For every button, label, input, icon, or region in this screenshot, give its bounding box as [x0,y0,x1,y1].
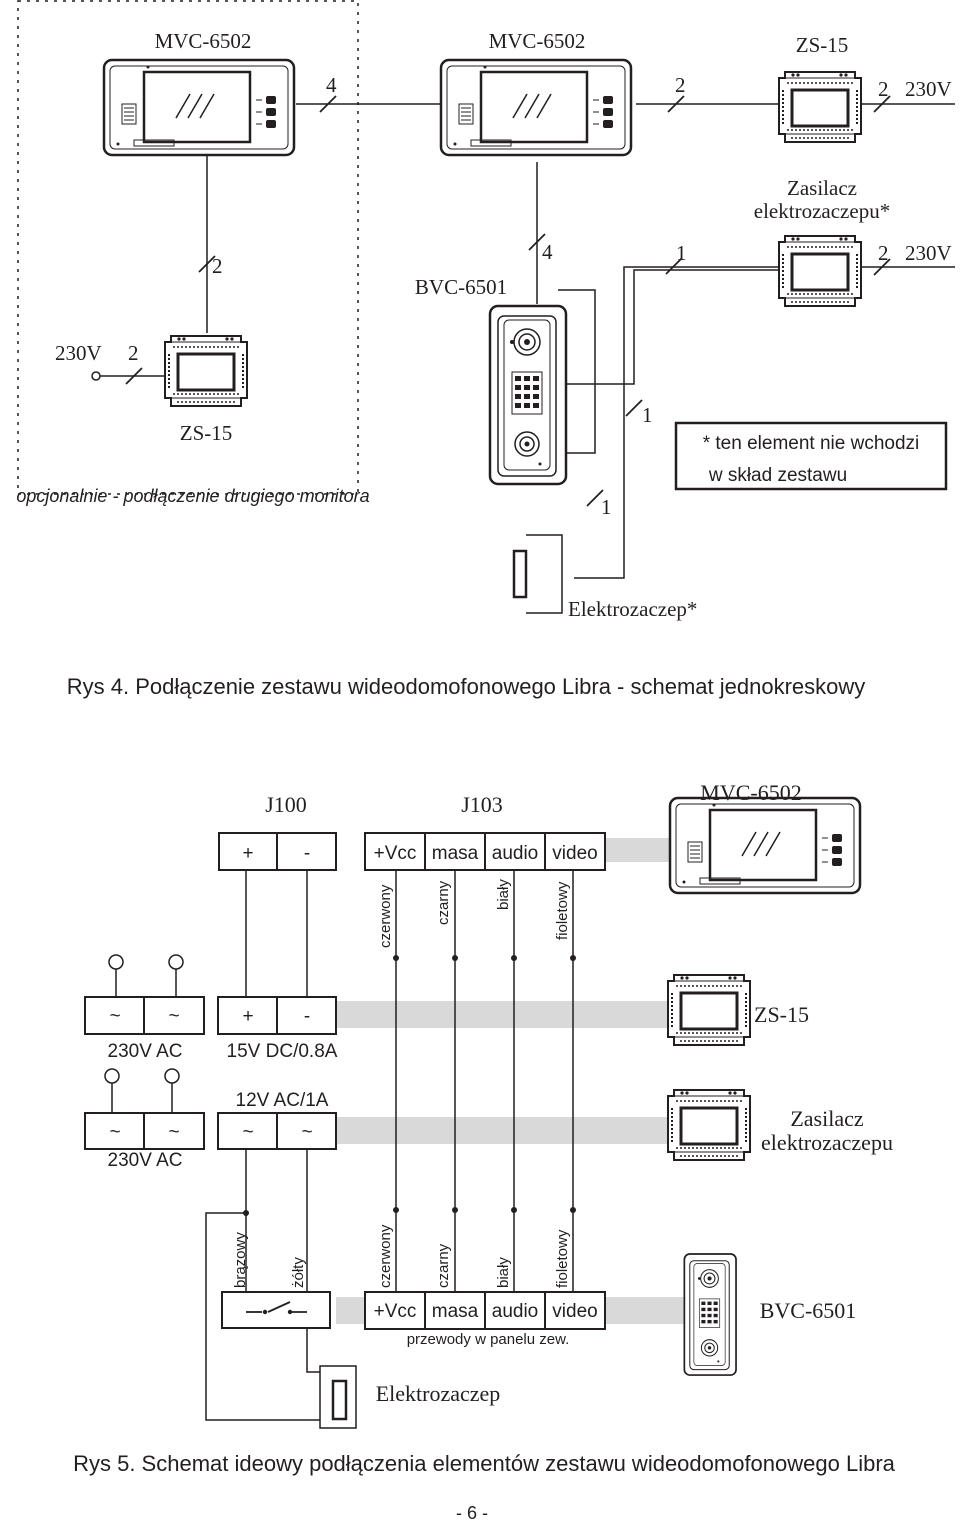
top-color-bialy: biały [495,879,512,910]
voltage-zs-230: 230V [905,77,952,101]
fig4-caption: Rys 4. Podłączenie zestawu wideodomofono… [67,674,866,699]
zs15-label: ZS-15 [796,33,849,57]
dc-minus: - [304,1006,310,1027]
ac1-terminal-1: ~ [109,1006,120,1027]
wire-count-zs-230: 2 [878,77,889,101]
indoor-monitor-1-icon [102,58,296,157]
ac1-label: 230V AC [108,1041,183,1062]
panel-wires-note: przewody w panelu zew. [407,1331,570,1348]
fig5-zasilacz-line2: elektrozaczepu [761,1130,893,1155]
fig5-outdoor-panel-icon [683,1253,737,1376]
bot-color-czerwony: czerwony [377,1224,394,1288]
j103-audio: audio [492,843,539,864]
bot-audio: audio [492,1301,539,1322]
wire-count-zas-230: 2 [878,241,889,265]
strike-power-supply-icon [777,234,863,308]
dc-plus: + [242,1006,253,1027]
wire-count-mon2-bvc: 4 [542,240,553,264]
optional-section-border [17,0,359,495]
optional-voltage: 230V [55,341,102,365]
bot-color-czarny: czarny [435,1243,452,1288]
fig5-zs15-label: ZS-15 [754,1002,809,1027]
fig5-strike-psu-icon [666,1088,752,1162]
ac2-terminal-2: ~ [168,1122,179,1143]
wire-count-ticks [125,95,891,507]
wire-count-mon1-zs: 2 [212,254,223,278]
fig5-mvc-label: MVC-6502 [700,780,801,805]
ac3-terminal-2: ~ [301,1122,312,1143]
lock-color-brazowy: brązowy [232,1232,249,1288]
j103-video: video [552,843,597,864]
fig5-monitor-icon [668,796,862,895]
ac3-label: 12V AC/1A [236,1090,329,1111]
electric-strike-icon [512,533,564,615]
top-color-czerwony: czerwony [377,884,394,948]
optional-zs15-power-supply-icon [163,334,249,408]
zasilacz-label-line1: Zasilacz [787,176,857,200]
ac3-terminal-1: ~ [242,1122,253,1143]
fig5-strike-label: Elektrozaczep [376,1381,501,1406]
fig5-bvc-label: BVC-6501 [760,1298,857,1323]
outdoor-panel-icon [488,304,568,486]
wire-count-mon-mon: 4 [326,73,337,97]
wire-count-zas-line: 1 [676,241,687,265]
j100-minus: - [304,843,310,864]
fig4-wires [100,103,955,579]
optional-caption: opcjonalnie - podłączenie drugiego monit… [16,486,369,506]
wire-junction-dots [243,955,576,1216]
ac2-terminal-1: ~ [109,1122,120,1143]
note-line1: * ten element nie wchodzi [703,433,920,454]
note-box [674,421,948,491]
j103-label: J103 [461,792,503,817]
bot-color-bialy: biały [495,1257,512,1288]
strike-label: Elektrozaczep* [568,597,697,621]
fig5-zasilacz-line1: Zasilacz [790,1106,864,1131]
top-color-fioletowy: fioletowy [554,881,571,940]
bvc-label: BVC-6501 [415,275,507,299]
fig5-wires [111,870,574,1421]
j103-masa: masa [432,843,479,864]
note-line2: w skład zestawu [708,465,847,486]
terminal-blocks [84,832,606,1330]
ac2-label: 230V AC [108,1150,183,1171]
wire-count-right-2: 1 [601,495,612,519]
terminal-dot [91,371,101,381]
zasilacz-label-line2: elektrozaczepu* [754,199,890,223]
fig5-zs15-icon [666,973,752,1047]
monitor-1-label: MVC-6502 [155,29,252,53]
dc-label: 15V DC/0.8A [227,1041,338,1062]
fig4-single-line-diagram: MVC-6502 MVC-6502 ZS-15 4 2 2 230V Zasil… [16,0,955,699]
top-color-czarny: czarny [435,880,452,925]
bot-video: video [552,1301,597,1322]
mains-terminals [104,954,184,1084]
optional-wire-count: 2 [128,341,139,365]
wire-count-right-1: 1 [642,403,653,427]
bot-color-fioletowy: fioletowy [554,1229,571,1288]
zs15-power-supply-icon [777,70,863,144]
fig5-caption: Rys 5. Schemat ideowy podłączenia elemen… [73,1451,896,1476]
bot-vcc: +Vcc [374,1301,417,1322]
optional-zs15-label: ZS-15 [180,421,233,445]
lock-switch-icon [246,1301,307,1313]
ac1-terminal-2: ~ [168,1006,179,1027]
fig5-wiring-diagram: J100 J103 MVC-6502 ZS-15 Zasilacz elektr… [73,780,896,1476]
voltage-zas-230: 230V [905,241,952,265]
j100-label: J100 [265,792,307,817]
j103-vcc: +Vcc [374,843,417,864]
fig5-strike-icon [319,1365,357,1429]
wire-count-mon-zs: 2 [675,73,686,97]
monitor-2-label: MVC-6502 [489,29,586,53]
page-number: - 6 - [456,1503,488,1523]
indoor-monitor-2-icon [439,58,633,157]
lock-color-zolty: żółty [290,1257,307,1288]
j100-plus: + [242,843,253,864]
bot-masa: masa [432,1301,479,1322]
